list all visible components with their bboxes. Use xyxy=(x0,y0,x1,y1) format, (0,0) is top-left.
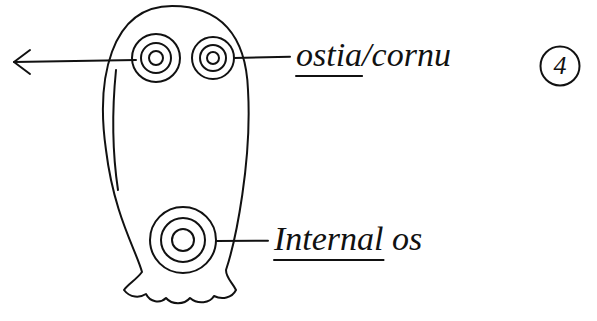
internal-os-circles xyxy=(150,207,216,273)
part-label: Internal os xyxy=(274,222,422,256)
ostium-left xyxy=(132,34,180,82)
leader-line xyxy=(216,240,268,242)
underline xyxy=(296,75,362,77)
callout-number: 4 xyxy=(554,53,567,79)
arrow xyxy=(14,50,136,74)
ostium-right xyxy=(192,37,234,79)
leader-line xyxy=(234,57,290,58)
underline xyxy=(274,259,384,261)
part-label: ostia/cornu xyxy=(296,38,451,72)
uterus-outline xyxy=(103,6,249,303)
callout-circle: 4 xyxy=(539,45,581,87)
wall-line xyxy=(113,70,118,190)
